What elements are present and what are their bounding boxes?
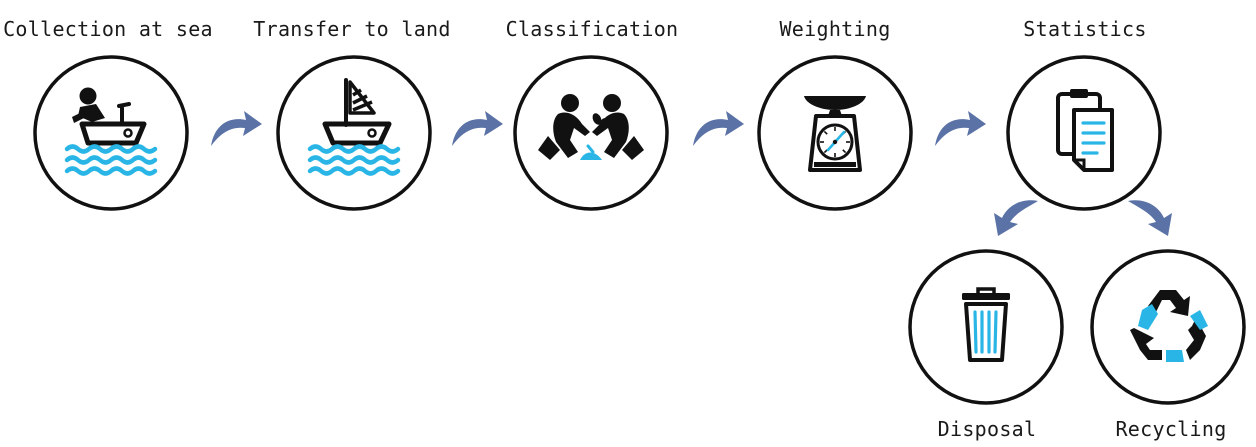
trash-bin-icon	[962, 287, 1010, 362]
outcome-label-recycling: Recycling	[1115, 417, 1227, 441]
boat-collection-icon	[67, 87, 155, 174]
step-label-transfer: Transfer to land	[253, 17, 451, 41]
step-circle-statistics	[1006, 55, 1162, 211]
arrow-icon	[935, 111, 986, 146]
step-label-weighting: Weighting	[779, 17, 891, 41]
sailboat-icon	[310, 78, 398, 174]
step-circle-classification	[513, 55, 669, 211]
outcome-circle-recycling	[1090, 249, 1246, 405]
step-label-classification: Classification	[505, 17, 679, 41]
step-circle-weighting	[757, 55, 913, 211]
step-circle-collection	[33, 55, 189, 211]
outcome-circle-disposal	[908, 249, 1064, 405]
scale-icon	[804, 96, 866, 172]
arrow-left-down-icon	[994, 200, 1038, 236]
step-label-statistics: Statistics	[1023, 17, 1147, 41]
outcome-label-disposal: Disposal	[937, 417, 1037, 441]
recycle-icon	[1130, 290, 1208, 362]
step-circle-transfer	[276, 55, 432, 211]
people-sorting-icon	[538, 94, 644, 160]
arrow-icon	[211, 111, 262, 146]
step-label-collection: Collection at sea	[3, 17, 213, 41]
arrow-icon	[693, 111, 744, 146]
arrow-icon	[452, 111, 503, 146]
arrow-right-down-icon	[1128, 200, 1172, 236]
clipboard-document-icon	[1056, 89, 1114, 172]
